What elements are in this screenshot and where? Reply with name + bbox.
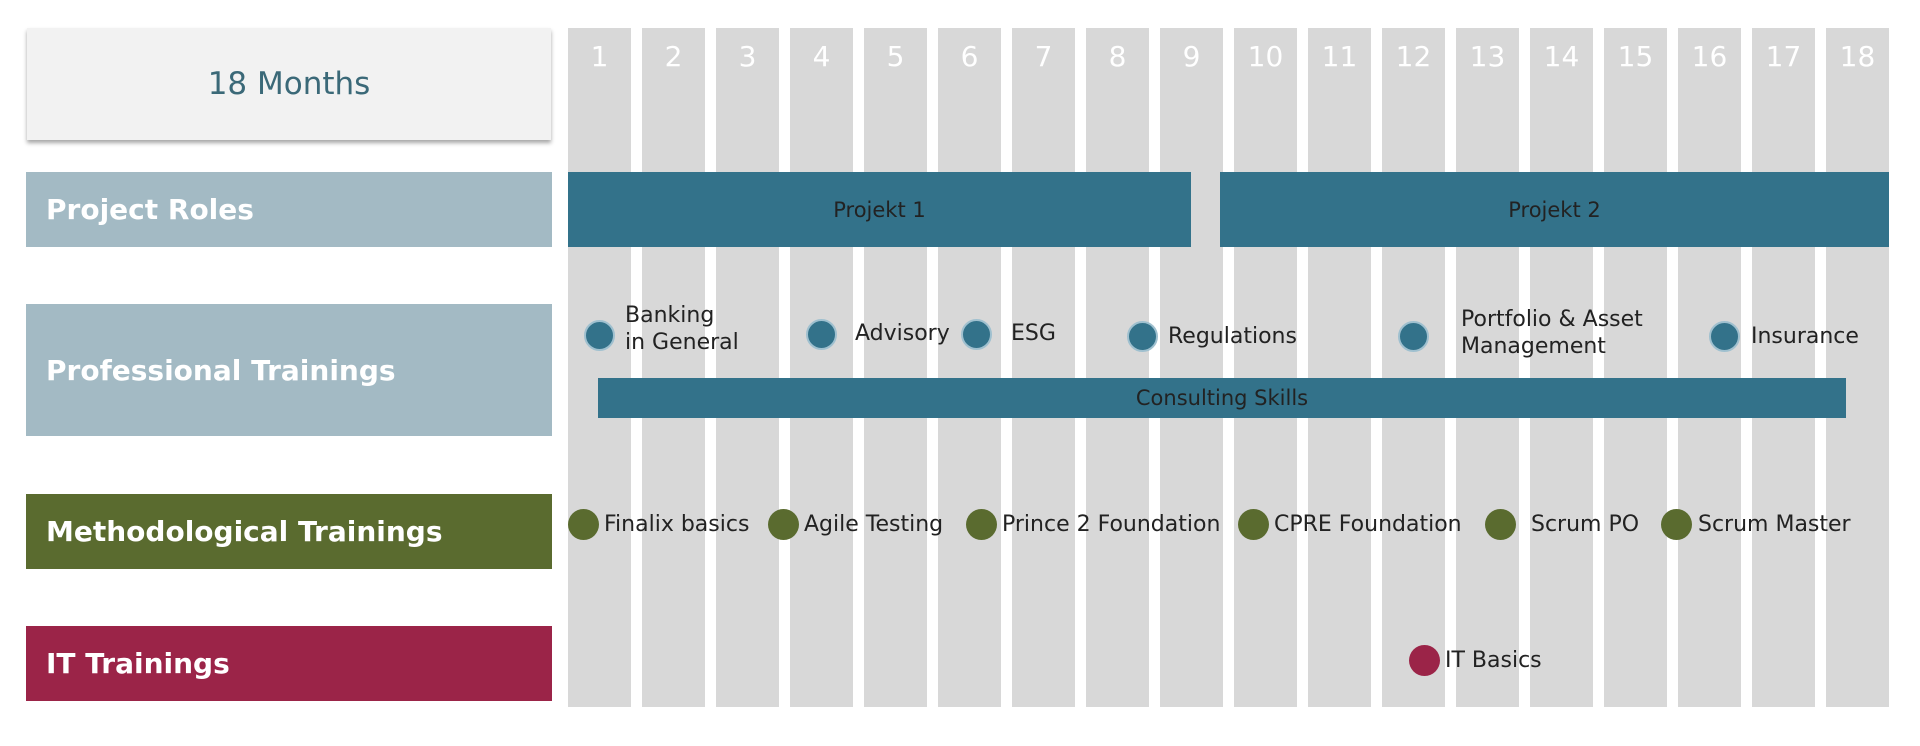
project-2-bar: Projekt 2: [1220, 172, 1889, 247]
training-milestone-dot: [1398, 321, 1429, 352]
month-column: [1752, 28, 1815, 707]
month-number: 16: [1691, 40, 1728, 73]
training-milestone-dot: [1127, 321, 1158, 352]
month-number: 6: [960, 40, 979, 73]
training-label-it-basics: IT Basics: [1445, 648, 1542, 673]
month-column: [790, 28, 853, 707]
month-column: [1308, 28, 1371, 707]
month-column: [642, 28, 705, 707]
month-column: [1086, 28, 1149, 707]
month-number: 13: [1469, 40, 1506, 73]
month-number: 9: [1182, 40, 1201, 73]
month-column: [1826, 28, 1889, 707]
month-column: [1456, 28, 1519, 707]
training-label-scrum-master: Scrum Master: [1698, 512, 1851, 537]
month-number: 12: [1395, 40, 1432, 73]
row-label-professional-trainings: Professional Trainings: [26, 304, 552, 436]
training-milestone-dot: [1409, 645, 1440, 676]
month-column: [716, 28, 779, 707]
consulting-skills-bar: Consulting Skills: [598, 378, 1846, 418]
month-column: [938, 28, 1001, 707]
month-number: 8: [1108, 40, 1127, 73]
training-milestone-dot: [1661, 509, 1692, 540]
training-label-line: in General: [625, 330, 739, 355]
month-number: 18: [1839, 40, 1876, 73]
row-label-methodological-trainings: Methodological Trainings: [26, 494, 552, 569]
training-milestone-dot: [768, 509, 799, 540]
month-number: 17: [1765, 40, 1802, 73]
month-column: [1382, 28, 1445, 707]
month-column: [1678, 28, 1741, 707]
training-label-cpre: CPRE Foundation: [1274, 512, 1462, 537]
training-milestone-dot: [1709, 321, 1740, 352]
training-milestone-dot: [961, 319, 992, 350]
training-milestone-dot: [966, 509, 997, 540]
duration-header: 18 Months: [27, 28, 551, 140]
training-milestone-dot: [568, 509, 599, 540]
row-label-project-roles: Project Roles: [26, 172, 552, 247]
month-number: 11: [1321, 40, 1358, 73]
month-column: [1012, 28, 1075, 707]
month-number: 2: [664, 40, 683, 73]
month-column: [1234, 28, 1297, 707]
training-milestone-dot: [806, 319, 837, 350]
project-1-bar: Projekt 1: [568, 172, 1191, 247]
month-number: 14: [1543, 40, 1580, 73]
training-label-scrum-po: Scrum PO: [1531, 512, 1640, 537]
training-milestone-dot: [584, 320, 615, 351]
training-label-line: Portfolio & Asset: [1461, 307, 1643, 332]
training-label-line: Banking: [625, 303, 715, 328]
training-label-insurance: Insurance: [1751, 324, 1859, 349]
training-label-regulations: Regulations: [1168, 324, 1297, 349]
month-number: 10: [1247, 40, 1284, 73]
training-milestone-dot: [1485, 509, 1516, 540]
training-label-prince: Prince 2 Foundation: [1002, 512, 1221, 537]
training-label-advisory: Advisory: [855, 321, 950, 346]
month-number: 7: [1034, 40, 1053, 73]
month-column: [1530, 28, 1593, 707]
training-milestone-dot: [1238, 509, 1269, 540]
month-column: [864, 28, 927, 707]
training-label-banking: Banking in General: [625, 302, 739, 356]
month-number: 4: [812, 40, 831, 73]
month-number: 3: [738, 40, 757, 73]
month-number: 1: [590, 40, 609, 73]
training-label-agile: Agile Testing: [804, 512, 944, 537]
month-column: [568, 28, 631, 707]
month-column: [1160, 28, 1223, 707]
month-column: [1604, 28, 1667, 707]
month-number: 5: [886, 40, 905, 73]
training-label-line: Management: [1461, 334, 1606, 359]
training-label-portfolio: Portfolio & Asset Management: [1461, 306, 1643, 360]
row-label-it-trainings: IT Trainings: [26, 626, 552, 701]
month-number: 15: [1617, 40, 1654, 73]
training-label-finalix: Finalix basics: [604, 512, 750, 537]
training-label-esg: ESG: [1011, 321, 1056, 346]
